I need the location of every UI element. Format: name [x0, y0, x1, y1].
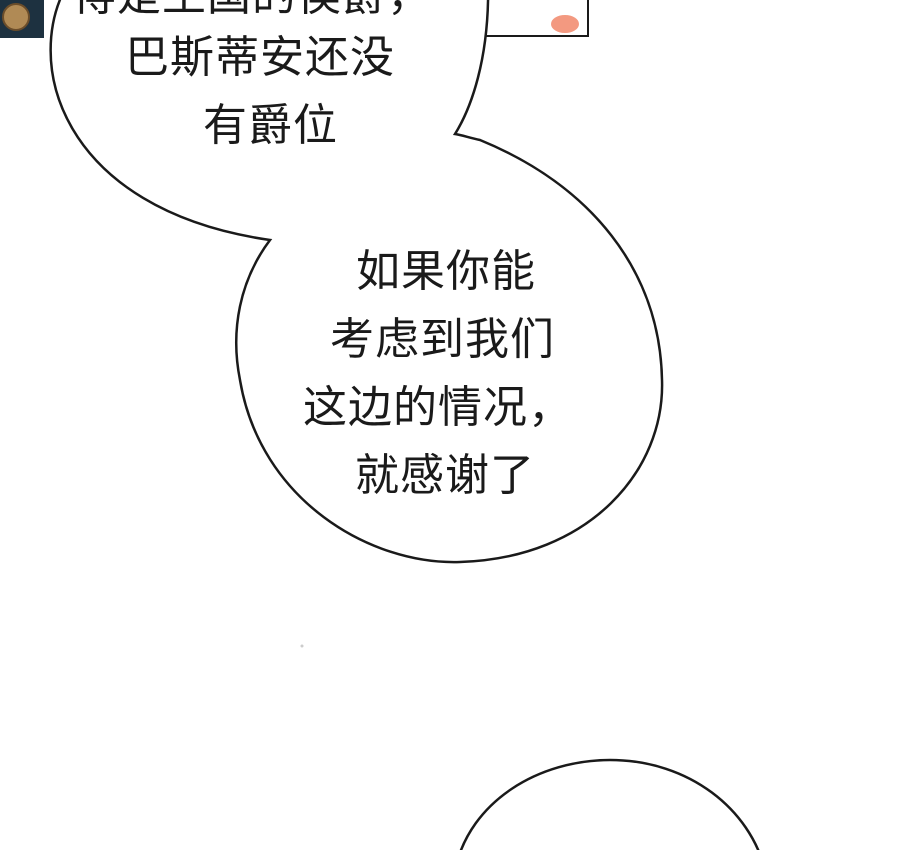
medallion-icon: [2, 3, 30, 31]
bubble-top-line-2: 巴斯蒂安还没: [125, 32, 395, 83]
bubble-middle-line-4: 就感谢了: [355, 450, 535, 501]
bubble-middle-line-3: 这边的情况，: [303, 382, 573, 433]
bubble-top-line-3: 有爵位: [203, 100, 338, 151]
bubble-middle-line-2: 考虑到我们: [330, 314, 555, 365]
speech-bubble-connected: [49, 0, 664, 564]
bubble-top-line-1: 得是王国的侯爵，: [72, 0, 432, 18]
top-right-panel: [469, 0, 589, 37]
top-left-panel: [0, 0, 44, 38]
speech-bubble-bottom: [459, 758, 760, 850]
bubble-middle-line-1: 如果你能: [356, 246, 536, 297]
